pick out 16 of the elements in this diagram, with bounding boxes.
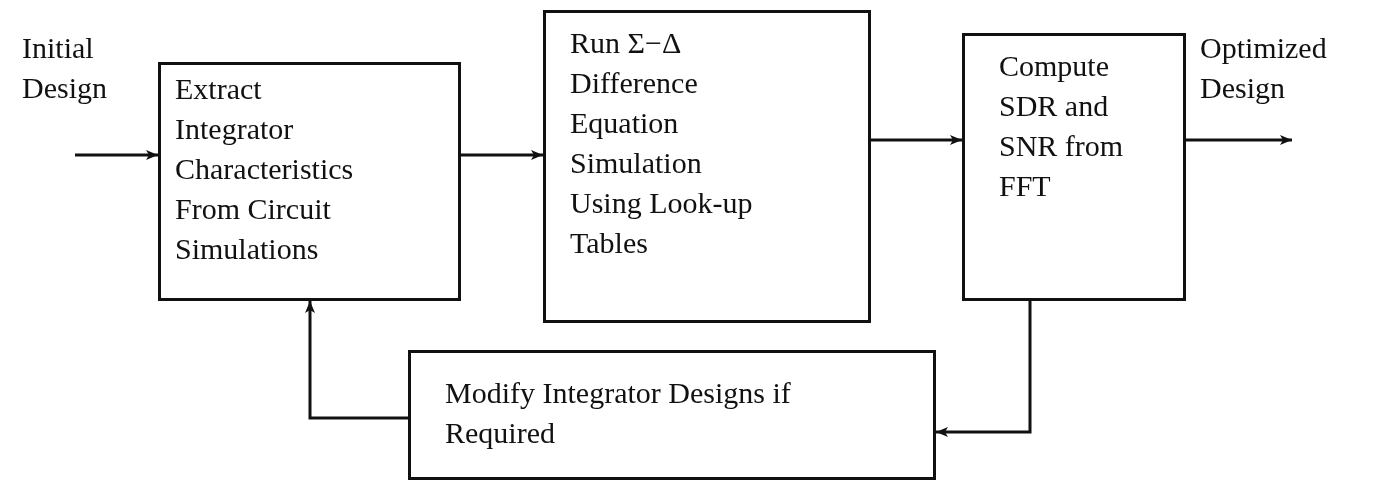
box-text: Modify Integrator Designs if Required <box>445 375 792 451</box>
process-box <box>962 33 1186 301</box>
flow-label: Initial Design <box>22 30 108 106</box>
process-box <box>158 62 461 301</box>
arrow <box>871 135 962 145</box>
arrow <box>936 301 1032 437</box>
box-text: Run Σ−Δ Difference Equation Simulation Using Look-up Tables <box>570 25 754 261</box>
process-box <box>408 350 936 480</box>
arrow <box>461 150 543 160</box>
arrow <box>1186 135 1292 145</box>
box-text: Extract Integrator Characteristics From Circuit Simulations <box>175 71 355 267</box>
box-text: Compute SDR and SNR from FFT <box>999 48 1125 204</box>
arrow <box>75 150 158 160</box>
arrow <box>305 301 408 420</box>
flow-label: Optimized Design <box>1200 30 1328 106</box>
process-box <box>543 10 871 323</box>
